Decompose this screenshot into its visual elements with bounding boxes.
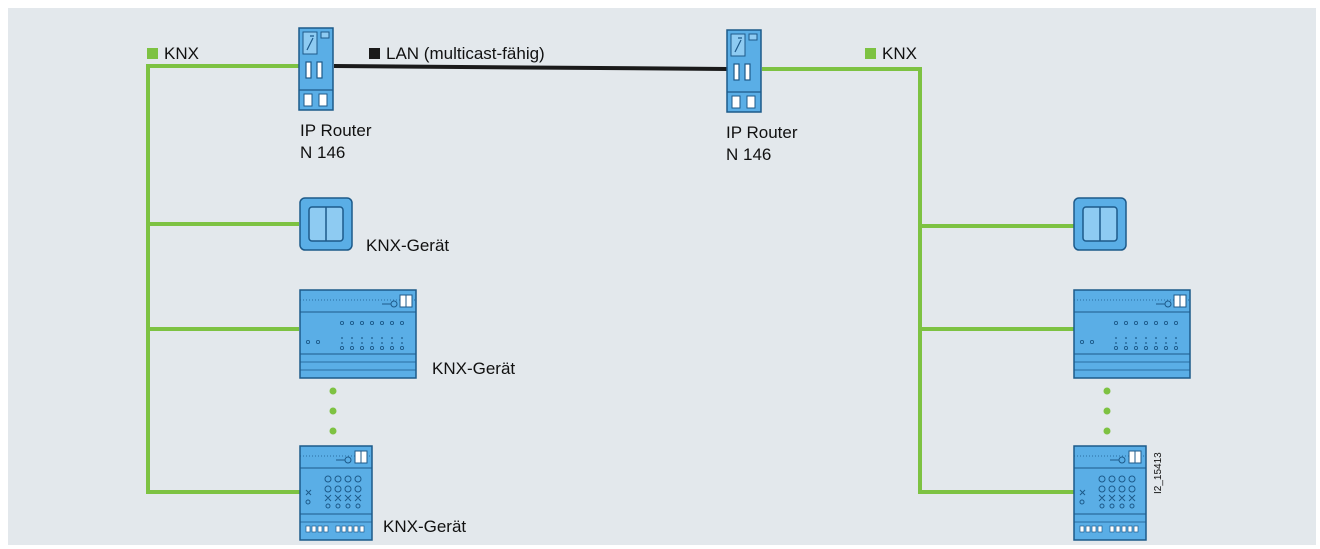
knx-bus-left — [146, 64, 300, 494]
router-left-label: IP Router N 146 — [300, 120, 372, 164]
router-right-line2: N 146 — [726, 145, 772, 164]
router-left-line2: N 146 — [300, 143, 346, 162]
knx-dimmer-right — [1073, 445, 1147, 541]
dimmer-label: KNX-Gerät — [383, 517, 467, 536]
lan-line — [333, 64, 729, 71]
legend-knx-right-text: KNX — [882, 44, 917, 63]
network-diagram — [146, 27, 1191, 541]
switch-label: KNX-Gerät — [366, 236, 450, 255]
diagram-canvas: KNX LAN (multicast-fähig) KNX IP Router … — [8, 8, 1316, 545]
router-right-label: IP Router N 146 — [726, 122, 798, 166]
legend-knx-right: KNX — [865, 43, 917, 65]
knx-switch-left — [299, 197, 353, 251]
legend-knx-left: KNX — [147, 43, 199, 65]
router-left-line1: IP Router — [300, 121, 372, 140]
knx-legend-square — [865, 48, 876, 59]
legend-lan: LAN (multicast-fähig) — [369, 43, 545, 65]
actuator-label: KNX-Gerät — [432, 359, 516, 378]
knx-switch-right — [1073, 197, 1127, 251]
image-code: I2_15413 — [1153, 452, 1164, 494]
continuation-dots-left — [329, 387, 337, 435]
legend-lan-text: LAN (multicast-fähig) — [386, 44, 545, 63]
ip-router-right — [726, 29, 762, 113]
knx-bus-right — [762, 67, 1074, 494]
legend-knx-left-text: KNX — [164, 44, 199, 63]
ip-router-left — [298, 27, 334, 111]
knx-legend-square — [147, 48, 158, 59]
continuation-dots-right — [1103, 387, 1111, 435]
knx-actuator-right — [1073, 289, 1191, 379]
router-right-line1: IP Router — [726, 123, 798, 142]
knx-dimmer-left — [299, 445, 373, 541]
knx-actuator-left — [299, 289, 417, 379]
lan-legend-square — [369, 48, 380, 59]
